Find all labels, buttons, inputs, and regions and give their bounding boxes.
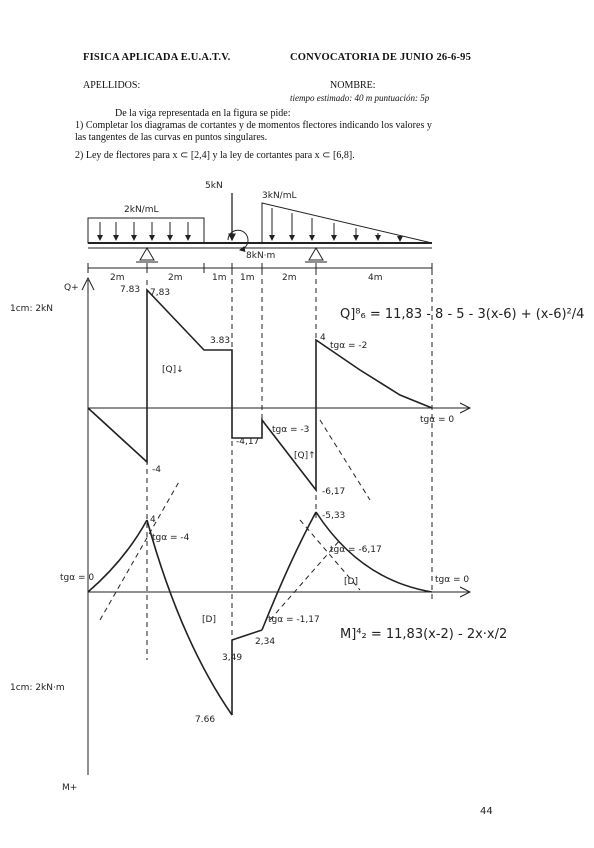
moment-label-7-66: 7.66 [195, 715, 215, 725]
moment-scale: 1cm: 2kN·m [10, 683, 65, 693]
page-number: 44 [480, 806, 493, 817]
moment-label-3-49: 3,49 [222, 653, 242, 663]
shear-label-7-83b: 7,83 [150, 288, 170, 298]
shear-label-4: 4 [320, 333, 326, 343]
dist-load-left-label: 2kN/mL [124, 205, 158, 215]
shear-tangent-1: tgα = -3 [272, 425, 309, 435]
span-5: 2m [282, 273, 297, 283]
moment-axis-label: M+ [62, 783, 77, 793]
shear-equation: Q]⁸₆ = 11,83 - 8 - 5 - 3(x-6) + (x-6)²/4 [340, 307, 584, 322]
surnames-label: APELLIDOS: [83, 80, 141, 91]
moment-region-1: [D] [202, 615, 216, 625]
distributed-load-left [87, 217, 205, 244]
statement-item1-line2: las tangentes de las curvas en puntos si… [75, 132, 268, 143]
span-6: 4m [368, 273, 383, 283]
shear-label-neg6-17: -6,17 [322, 487, 345, 497]
point-load-label: 5kN [205, 181, 223, 191]
span-1: 2m [110, 273, 125, 283]
moment-curve-1 [87, 519, 148, 593]
shear-tangent-3: tgα = 0 [420, 415, 454, 425]
moment-label: 8kN·m [246, 251, 275, 261]
shear-scale: 1cm: 2kN [10, 304, 53, 314]
moment-label-2-34: 2,34 [255, 637, 275, 647]
span-2: 2m [168, 273, 183, 283]
shear-label-neg4-17: -4,17 [236, 437, 259, 447]
name-label: NOMBRE: [330, 80, 376, 91]
span-4: 1m [240, 273, 255, 283]
span-3: 1m [212, 273, 227, 283]
moment-tangent-4: tgα = -6,17 [330, 545, 382, 555]
moment-tangent-3: tgα = -1,17 [268, 615, 320, 625]
shear-label-3-83: 3.83 [210, 336, 230, 346]
moment-tangent-5: tgα = 0 [435, 575, 469, 585]
support-left [139, 247, 155, 261]
dist-load-right-label: 3kN/mL [262, 191, 296, 201]
shear-region-1: [Q]↓ [162, 365, 184, 375]
shear-axis-label: Q+ [64, 283, 79, 293]
moment-tangent-1: tgα = 0 [60, 573, 94, 583]
moment-tangent-2: tgα = -4 [152, 533, 190, 543]
shear-region-2: [Q]↑ [294, 451, 316, 461]
shear-label-7-83a: 7.83 [120, 285, 140, 295]
statement-intro: De la viga representada en la figura se … [115, 108, 291, 119]
shear-label-neg4: -4 [152, 465, 161, 475]
moment-curve-4 [315, 511, 433, 593]
statement-item1-line1: 1) Completar los diagramas de cortantes … [75, 120, 432, 131]
moment-label-neg5-33: -5,33 [322, 511, 345, 521]
support-right [308, 247, 324, 261]
statement-item2: 2) Ley de flectores para x ⊂ [2,4] y la … [75, 150, 355, 161]
moment-label-4: 4 [150, 515, 156, 525]
course-title: FISICA APLICADA E.U.A.T.V. [83, 52, 231, 63]
distributed-load-right [261, 202, 433, 244]
moment-equation: M]⁴₂ = 11,83(x-2) - 2x·x/2 [340, 627, 507, 642]
moment-region-2: [D] [344, 577, 358, 587]
moment-arc [227, 229, 249, 252]
shear-tangent-2: tgα = -2 [330, 341, 367, 351]
exam-title: CONVOCATORIA DE JUNIO 26-6-95 [290, 52, 472, 63]
moment-curve-2 [146, 519, 233, 716]
time-points: tiempo estimado: 40 m puntuación: 5p [290, 93, 430, 103]
moment-curve-3 [261, 511, 317, 631]
